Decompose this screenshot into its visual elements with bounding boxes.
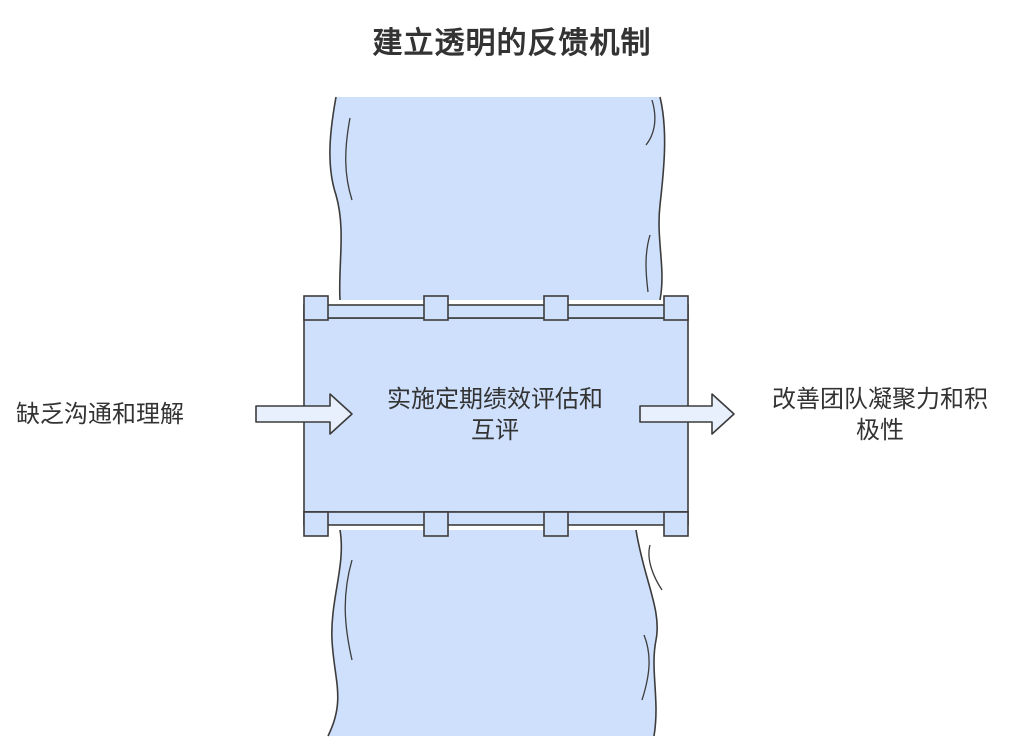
river-bottom bbox=[328, 530, 658, 736]
river-top-left-bank bbox=[329, 96, 342, 301]
input-arrow bbox=[255, 393, 353, 435]
bridge-post bbox=[423, 295, 449, 321]
bridge-top-rail bbox=[303, 304, 689, 319]
output-arrow bbox=[639, 393, 735, 435]
river-bottom-flow-line bbox=[641, 634, 650, 701]
river-top-flow-line bbox=[645, 234, 651, 293]
outcome-label: 改善团队凝聚力和积 极性 bbox=[742, 384, 1018, 446]
river-bottom-right-bank bbox=[635, 529, 658, 737]
bridge-post bbox=[663, 295, 689, 321]
bridge-post bbox=[303, 511, 329, 537]
bridge-post bbox=[303, 295, 329, 321]
river-bottom-flow-line bbox=[344, 559, 353, 661]
river-bottom-left-bank bbox=[327, 529, 343, 737]
bridge-bottom-rail bbox=[303, 511, 689, 526]
outcome-line-2: 极性 bbox=[856, 416, 904, 444]
river-top-right-bank bbox=[658, 96, 666, 301]
river-top-flow-line bbox=[345, 117, 353, 201]
outcome-line-1: 改善团队凝聚力和积 bbox=[772, 385, 988, 413]
problem-label: 缺乏沟通和理解 bbox=[16, 400, 184, 428]
river-top-flow-line bbox=[645, 99, 656, 146]
bridge-post bbox=[663, 511, 689, 537]
river-bottom-flow-line bbox=[648, 544, 663, 591]
bridge-deck bbox=[303, 317, 689, 513]
bridge-post bbox=[543, 295, 569, 321]
solution-label: 实施定期绩效评估和 互评 bbox=[340, 384, 650, 446]
bridge-post bbox=[543, 511, 569, 537]
solution-line-1: 实施定期绩效评估和 bbox=[387, 385, 603, 413]
bridge-post bbox=[423, 511, 449, 537]
diagram-title: 建立透明的反馈机制 bbox=[372, 26, 652, 61]
river-top bbox=[329, 97, 665, 300]
solution-line-2: 互评 bbox=[471, 416, 519, 444]
